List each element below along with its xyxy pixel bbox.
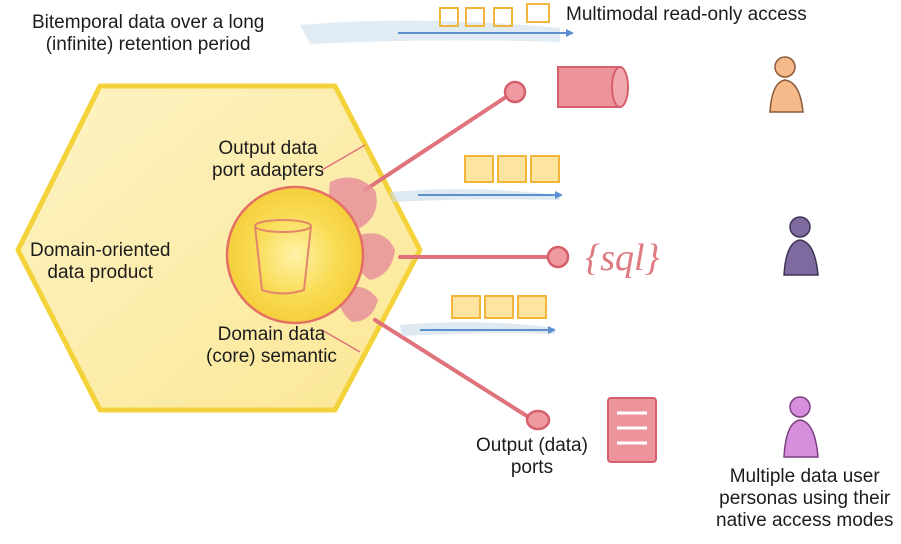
label-core-semantic: Domain data (core) semantic [206,324,337,368]
label-line: Domain-oriented [30,240,171,261]
timeline-middle [390,155,563,202]
label-line: native access modes [716,510,894,531]
core-semantic-circle [225,185,365,325]
stream-cylinder-icon [557,66,629,108]
persona-icon [783,396,819,458]
adapter-divider [321,329,361,353]
label-line: (infinite) retention period [45,34,251,55]
sql-icon: {sql} [585,237,660,279]
label-line: Domain data [217,324,326,345]
persona-icon [769,56,804,113]
port-connectors [363,91,557,420]
timeline-bottom [400,295,556,336]
persona-icon [783,216,819,276]
label-line: Bitemporal data over a long [32,12,265,33]
label-line: personas using their [719,488,891,509]
label-line: port adapters [212,160,324,181]
label-data-product: Domain-oriented data product [30,240,170,284]
label-line: Output data [218,138,318,159]
label-line: data product [47,262,154,283]
output-port-circle[interactable] [525,409,551,431]
adapter-divider [321,144,366,171]
label-line: (core) semantic [206,346,337,367]
output-port-circle[interactable] [546,245,570,269]
label-output-adapters: Output data port adapters [212,138,324,182]
timeline-top [398,3,574,37]
output-port-circle[interactable] [503,80,527,104]
bucket-icon [254,219,312,295]
label-line: Multiple data user [729,466,880,487]
label-output-ports: Output (data) ports [476,435,588,479]
label-personas: Multiple data user personas using their … [716,466,893,532]
data-product-hexagon [15,83,423,413]
label-line: Output (data) [476,435,588,456]
file-storage-icon [607,397,657,463]
label-bitemporal: Bitemporal data over a long (infinite) r… [32,12,264,56]
label-multimodal: Multimodal read-only access [566,4,807,25]
label-line: ports [510,457,554,478]
